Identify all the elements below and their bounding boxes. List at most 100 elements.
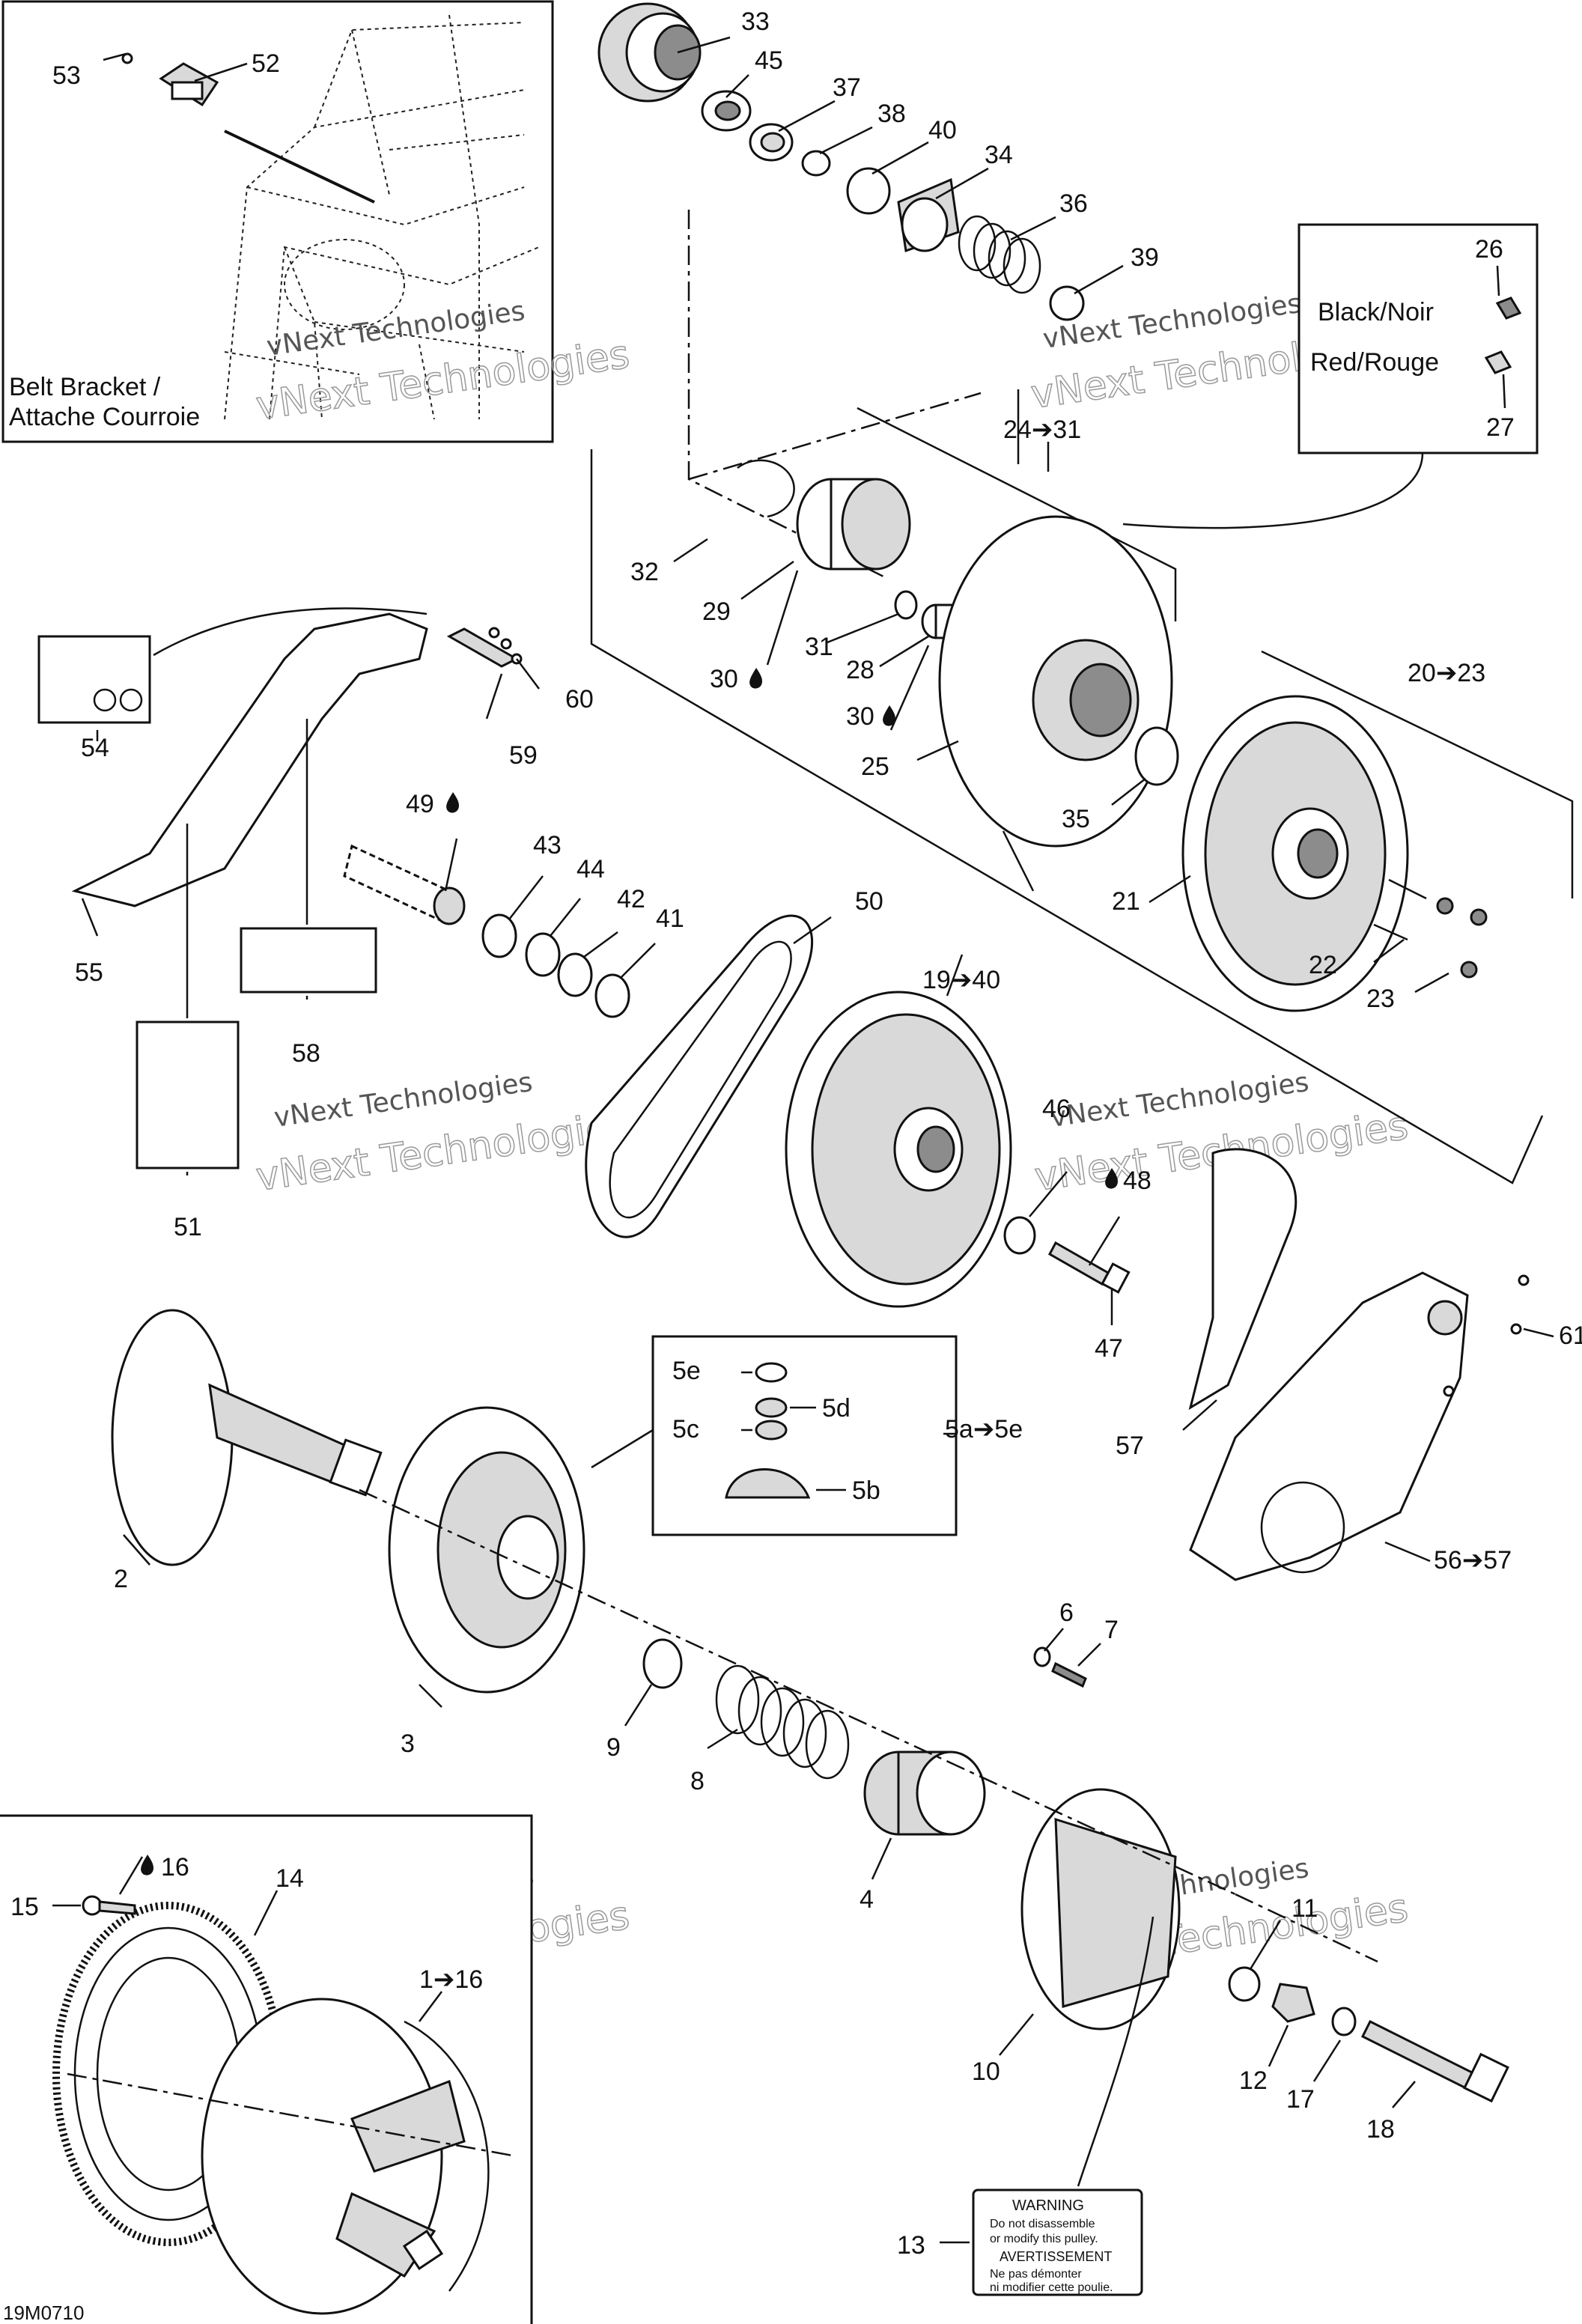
callout-14: 14	[276, 1864, 304, 1893]
drop-icon-30b	[883, 705, 895, 726]
kit-ref: 5a➔5e	[945, 1415, 1023, 1444]
part-42-shim-icon	[557, 952, 593, 997]
callout-10: 10	[972, 2057, 1000, 2086]
callout-43: 43	[533, 831, 562, 860]
callout-36: 36	[1059, 189, 1088, 218]
callout-38: 38	[877, 100, 906, 128]
part-57-cover-insert-icon	[1188, 1148, 1297, 1411]
part-58-decal-icon	[240, 927, 377, 994]
part-1-drive-pulley-icon	[201, 1998, 490, 2315]
callout-55: 55	[75, 958, 103, 987]
decal-line6: ni modifier cette poulie.	[990, 2281, 1113, 2294]
bracket-part-52-icon	[159, 62, 219, 107]
part-2-fixed-sheave-icon	[111, 1309, 383, 1566]
part-15-bolt-icon	[82, 1895, 136, 1916]
callout-39: 39	[1131, 243, 1159, 272]
drive-pulley-inset	[0, 1814, 533, 2324]
callout-40: 40	[928, 116, 957, 145]
part-51-decal-icon	[136, 1020, 240, 1169]
part-47-bolt-icon	[1047, 1241, 1131, 1294]
callout-4: 4	[860, 1885, 874, 1914]
diagram-code: 19M0710	[3, 2302, 84, 2324]
callout-51: 51	[174, 1213, 202, 1241]
callout-2: 2	[114, 1565, 128, 1593]
part-29-sleeve-icon	[796, 478, 911, 571]
decal-line2: Do not disassemble	[990, 2218, 1095, 2230]
part-25-fixed-sheave-icon	[938, 515, 1173, 848]
callout-18: 18	[1366, 2115, 1395, 2144]
belt-bracket-inset: 53 52 Belt Bracket / Attache Courroie	[1, 0, 554, 443]
part-36-spring-icon	[958, 215, 1041, 294]
part-10-cover-icon	[1020, 1788, 1181, 2031]
kit-item-5c: 5c	[672, 1415, 699, 1444]
callout-47: 47	[1095, 1334, 1123, 1363]
part-46-washer-icon	[1003, 1216, 1036, 1255]
callout-53: 53	[52, 61, 81, 90]
part-21-movable-sheave-icon	[1181, 695, 1409, 1012]
callout-44: 44	[576, 855, 605, 883]
callout-31: 31	[805, 633, 833, 661]
red-rouge-label: Red/Rouge	[1310, 348, 1439, 377]
decal-line1: WARNING	[1012, 2197, 1084, 2214]
part-4-spider-icon	[863, 1750, 986, 1836]
part-34-cam-icon	[897, 177, 960, 253]
callout-34: 34	[985, 141, 1013, 169]
callout-32: 32	[630, 558, 659, 586]
part-7-screw-icon	[1051, 1661, 1087, 1688]
part-39-ring-icon	[1049, 285, 1085, 321]
callout-11: 11	[1292, 1894, 1318, 1923]
callout-21: 21	[1112, 887, 1140, 916]
black-noir-label: Black/Noir	[1318, 298, 1434, 326]
callout-6: 6	[1059, 1598, 1074, 1627]
part-12-nut-icon	[1271, 1983, 1315, 2023]
callout-57: 57	[1116, 1432, 1144, 1460]
kit-item-5d: 5d	[822, 1394, 851, 1423]
black-clip-icon	[1495, 296, 1522, 320]
part-50-drive-belt-icon	[585, 914, 814, 1238]
callout-15: 15	[10, 1893, 39, 1921]
ref-27: 27	[1486, 413, 1515, 442]
belt-guard-assembly	[37, 607, 523, 1169]
decal-line5: Ne pas démonter	[990, 2268, 1082, 2281]
callout-30a: 30	[710, 665, 738, 693]
kit-item-5e: 5e	[672, 1357, 701, 1385]
callout-3: 3	[401, 1730, 415, 1758]
part-8-spring-icon	[715, 1664, 850, 1780]
callout-25: 25	[861, 752, 889, 781]
part-44-shim-icon	[525, 932, 561, 977]
part-33-housing-icon	[597, 2, 702, 103]
part-38-ring-icon	[801, 150, 831, 177]
decal-line3: or modify this pulley.	[990, 2233, 1098, 2245]
callout-29: 29	[702, 597, 731, 626]
callout-37: 37	[833, 73, 861, 102]
part-40-ring-icon	[846, 167, 891, 215]
callouts: 33 45 37 38 40 34 36 39 24➔31 32 29 30 3…	[3, 7, 1582, 2324]
callout-41: 41	[656, 904, 684, 933]
driven-pulley-assembly	[590, 2, 1574, 1308]
inset-title-line1: Belt Bracket /	[9, 373, 161, 401]
callout-42: 42	[617, 885, 645, 913]
drop-icon-30a	[749, 668, 762, 689]
callout-9: 9	[606, 1733, 621, 1762]
part-45-seal-icon	[701, 90, 752, 132]
callout-22: 22	[1309, 951, 1337, 979]
red-clip-icon	[1484, 350, 1512, 374]
callout-12: 12	[1239, 2066, 1268, 2095]
drive-pulley	[111, 1309, 1509, 2103]
kit-box-5: 5e 5d 5c 5b 5a➔5e	[591, 1335, 1023, 1536]
callout-8: 8	[690, 1767, 705, 1795]
part-56-cover-icon	[1189, 1271, 1469, 1581]
callout-28: 28	[846, 656, 874, 684]
callout-52: 52	[252, 49, 280, 78]
part-54-decal-icon	[37, 635, 151, 724]
callout-49: 49	[406, 790, 434, 818]
callout-23: 23	[1366, 985, 1395, 1013]
drop-icon-16	[141, 1855, 153, 1876]
callout-1-16: 1➔16	[419, 1965, 483, 1994]
callout-61: 61	[1559, 1321, 1582, 1350]
callout-46: 46	[1042, 1095, 1071, 1123]
callout-16: 16	[161, 1853, 189, 1882]
callout-13: 13	[897, 2231, 925, 2260]
callout-19-40: 19➔40	[922, 966, 1000, 994]
part-35-washer-icon	[1134, 726, 1179, 786]
